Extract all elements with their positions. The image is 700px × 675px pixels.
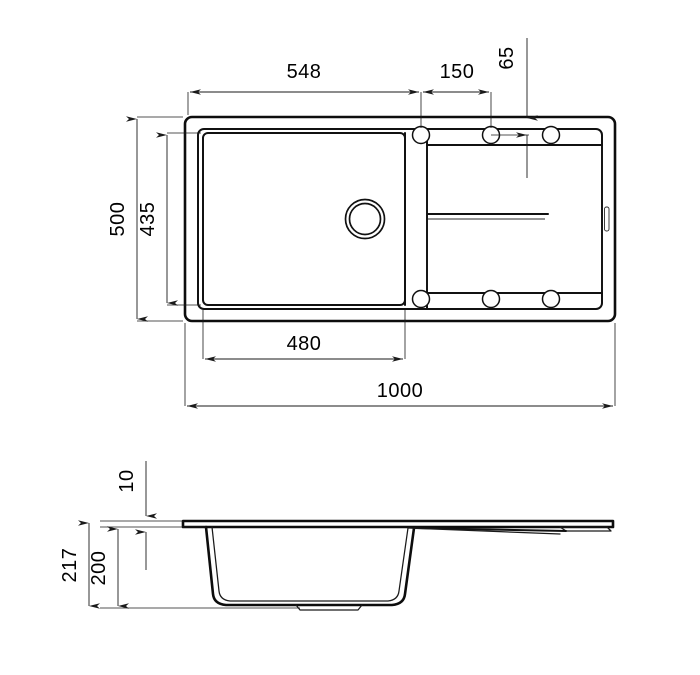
overflow-slot [604, 206, 610, 232]
dimension-1000: 1000 [184, 323, 616, 409]
section-view-group: 217 200 10 [59, 461, 615, 611]
section-rim-plate [181, 519, 615, 529]
dimension-435: 435 [137, 132, 201, 306]
tap-hole-top-1 [411, 125, 431, 145]
dimension-150-label: 150 [440, 61, 475, 83]
main-bowl [202, 132, 406, 306]
section-drain-boss [295, 604, 363, 611]
tap-hole-bottom-2 [481, 289, 501, 309]
dimension-500: 500 [107, 116, 183, 322]
dimension-65: 65 [491, 38, 538, 178]
tap-hole-bottom-3 [541, 289, 561, 309]
section-rim-taper [559, 526, 612, 532]
section-bowl-outer-profile [204, 525, 416, 607]
section-drainboard-underside-inner [407, 527, 561, 535]
dimension-217-label: 217 [59, 548, 81, 583]
dimension-480: 480 [202, 310, 406, 362]
dimension-65-label: 65 [496, 46, 518, 69]
dimension-548: 548 [187, 61, 422, 128]
dimension-10-label: 10 [116, 469, 138, 492]
sink-outer-rim [183, 115, 617, 323]
dimension-10: 10 [116, 461, 157, 570]
section-drainboard-underside [413, 527, 567, 532]
section-bowl-inner-profile [211, 526, 409, 602]
dimension-217: 217 [59, 520, 100, 609]
dimension-1000-label: 1000 [377, 380, 424, 402]
tap-hole-top-3 [541, 125, 561, 145]
drainboard-groove [427, 213, 549, 220]
dimension-548-label: 548 [287, 61, 322, 83]
drain-opening [344, 198, 386, 240]
dimension-435-label: 435 [137, 202, 159, 237]
dimension-200: 200 [88, 526, 129, 609]
top-view-group: 548 150 65 500 [107, 38, 617, 409]
dimension-480-label: 480 [287, 333, 322, 355]
dimension-150: 150 [423, 61, 492, 128]
dimension-200-label: 200 [88, 551, 110, 586]
dimension-500-label: 500 [107, 202, 129, 237]
tap-hole-bottom-1 [411, 289, 431, 309]
